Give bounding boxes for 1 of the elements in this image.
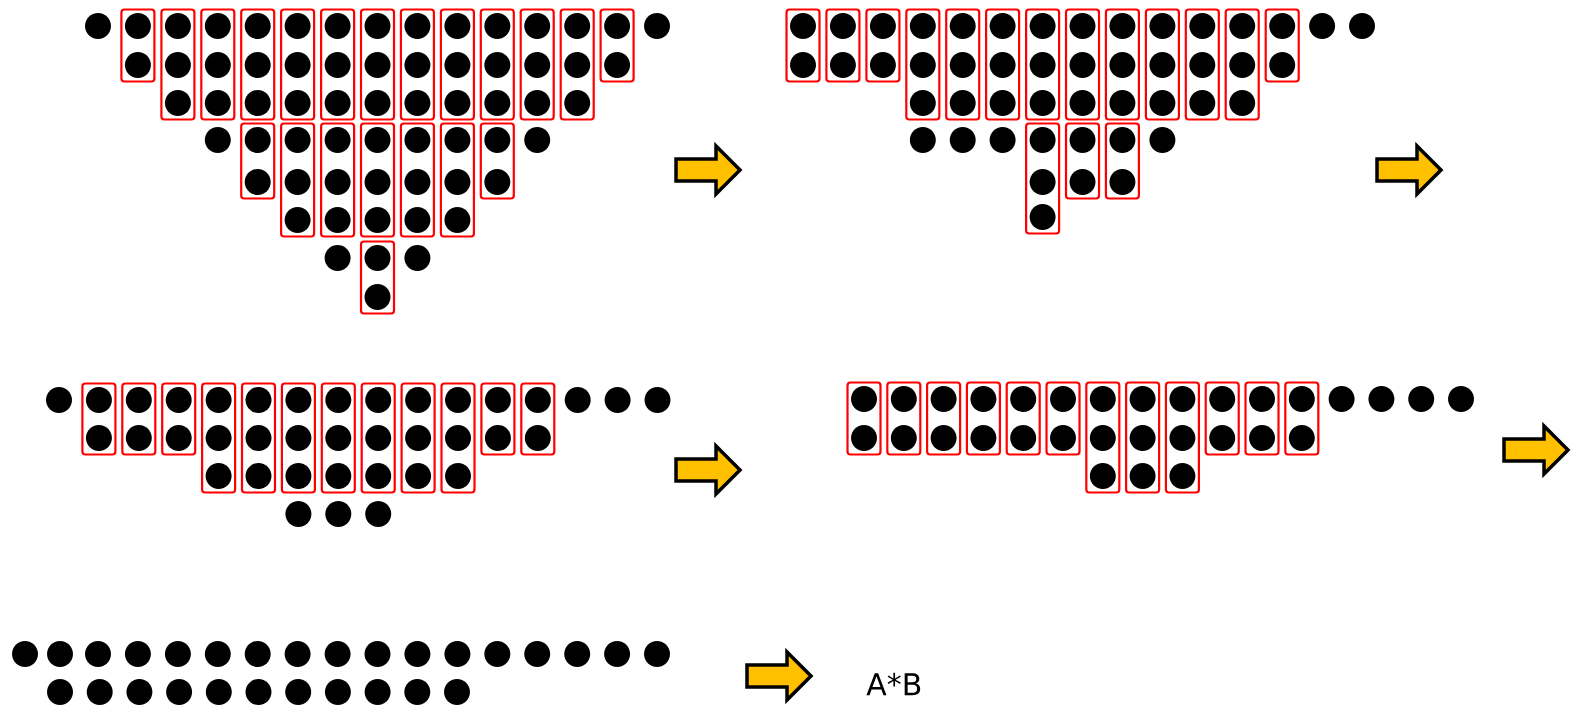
formula-text: A*B: [866, 672, 921, 696]
